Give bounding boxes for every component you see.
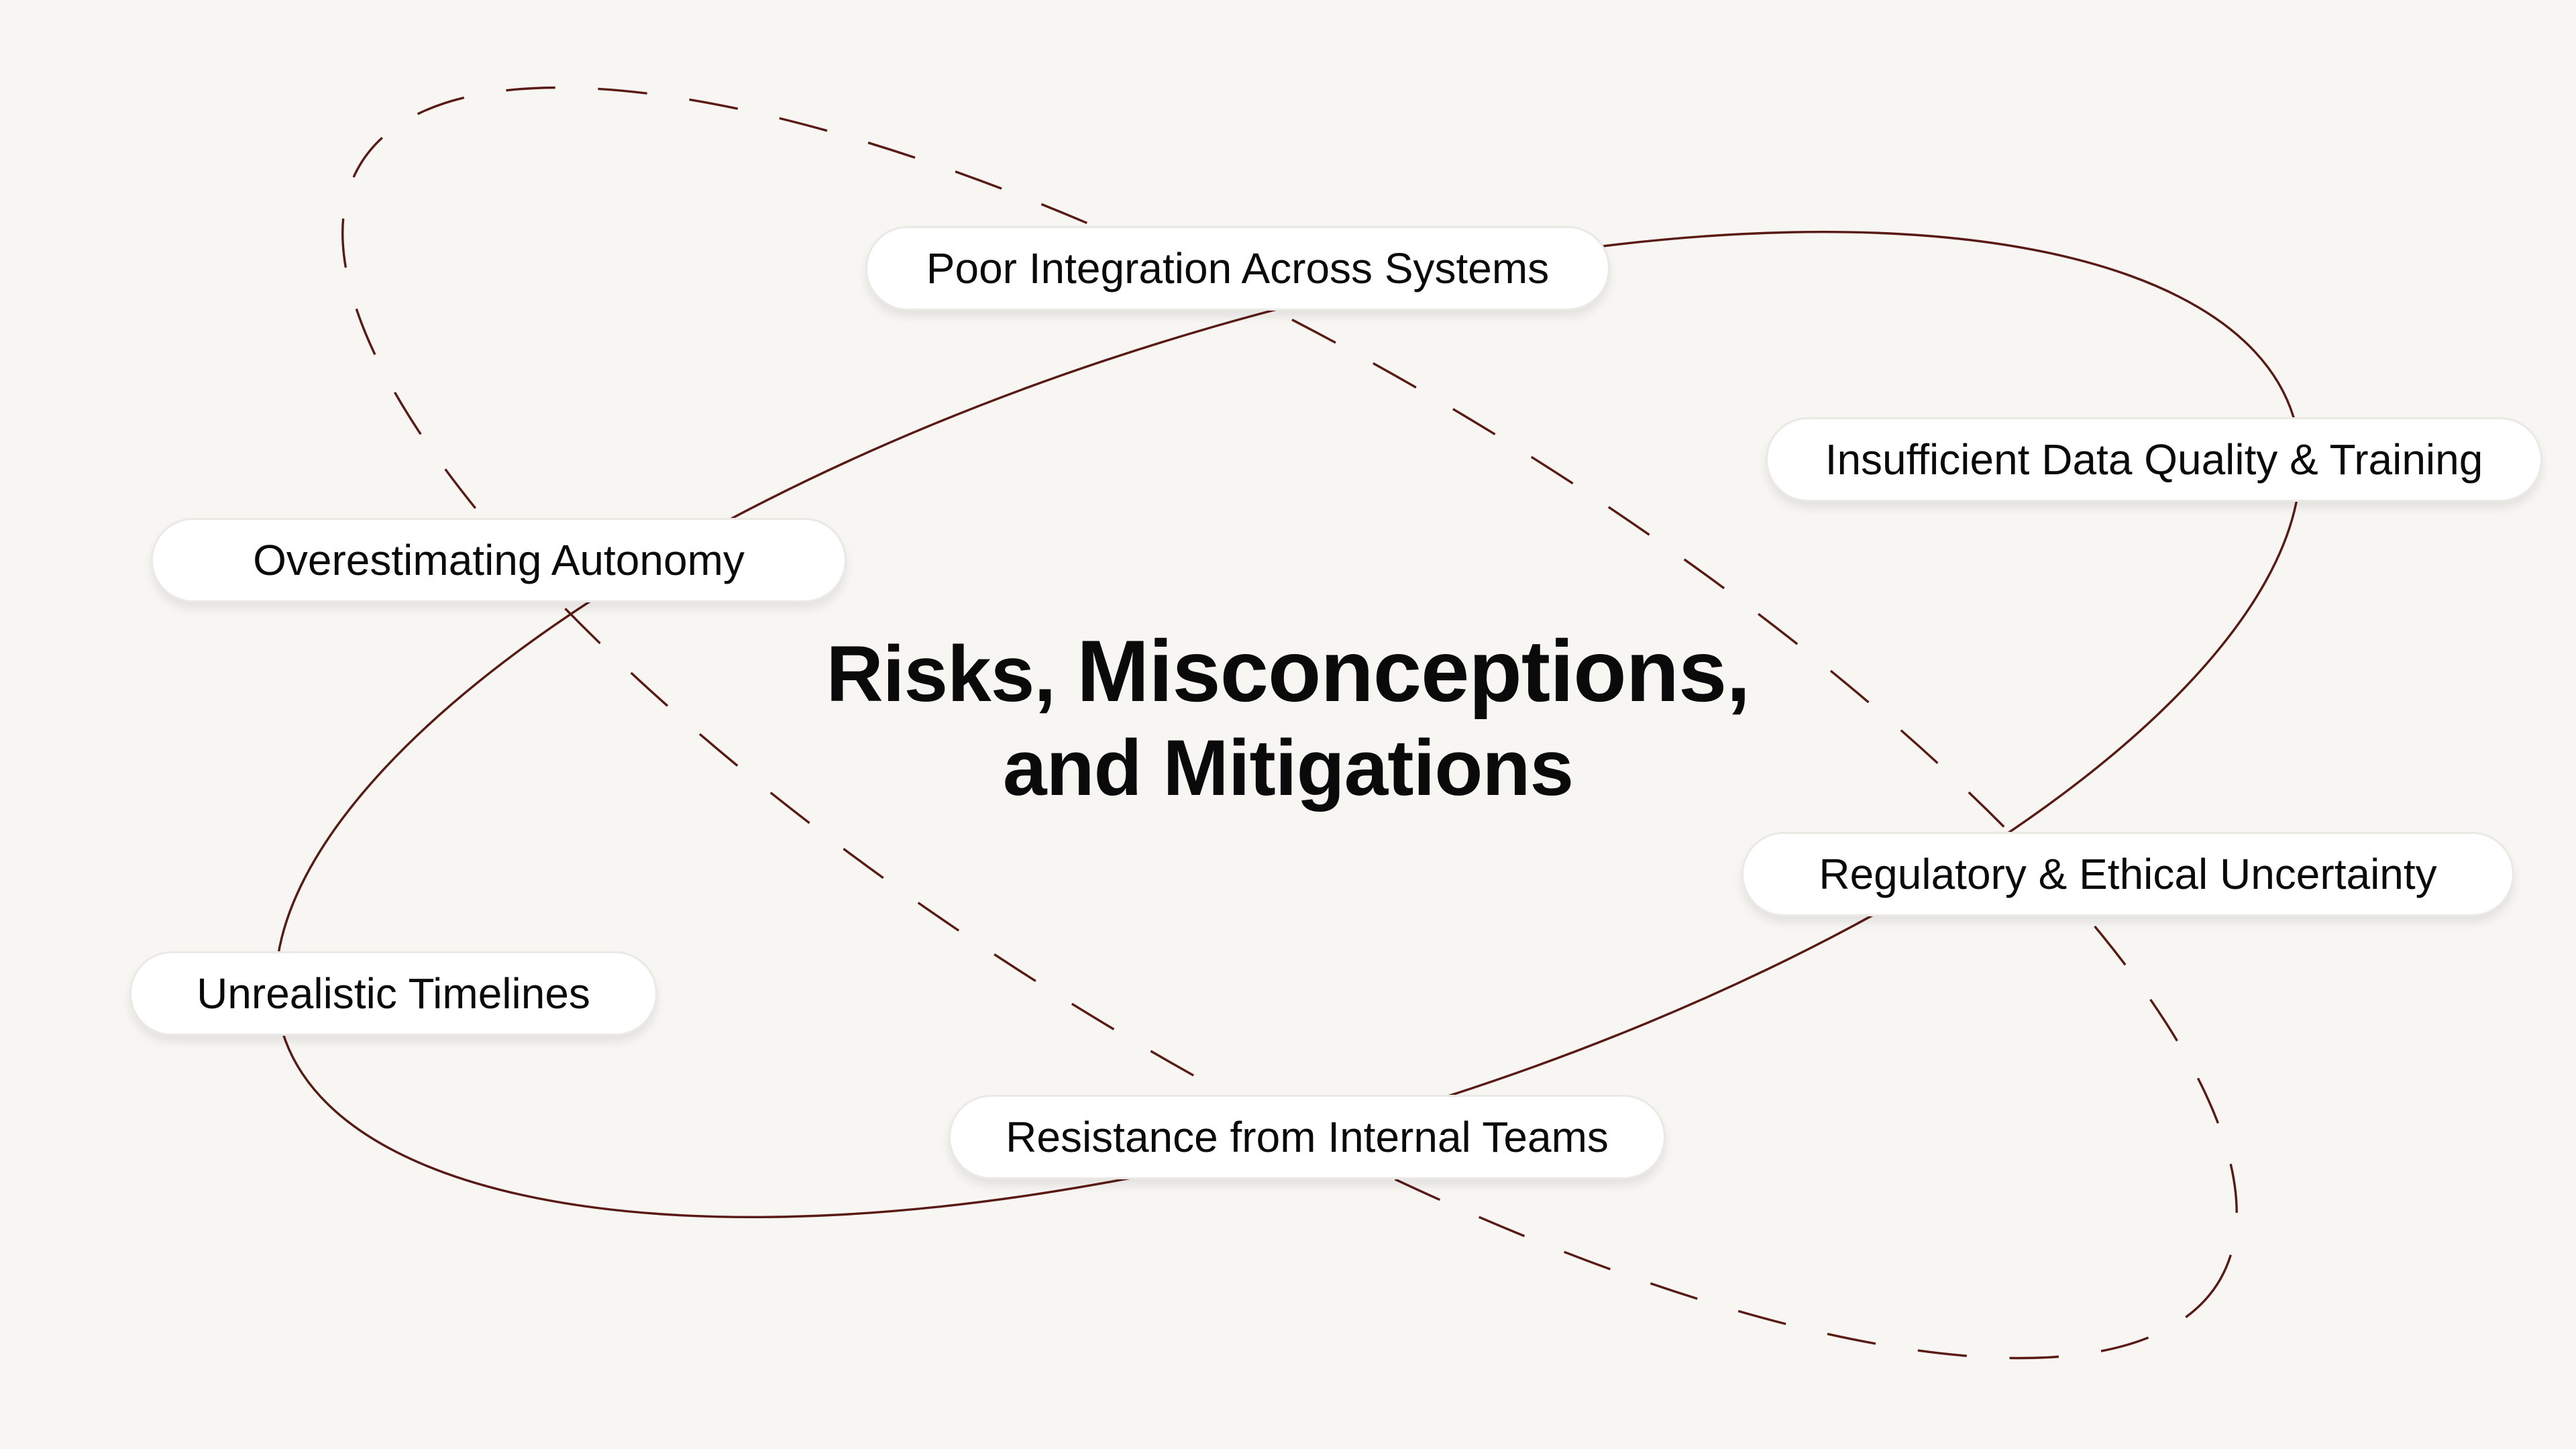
node-poor-integration[interactable]: Poor Integration Across Systems <box>865 226 1610 311</box>
node-unrealistic-timelines[interactable]: Unrealistic Timelines <box>129 951 657 1036</box>
title-line-1: Risks, Misconceptions, <box>0 624 2576 721</box>
node-regulatory-ethical[interactable]: Regulatory & Ethical Uncertainty <box>1741 832 2514 916</box>
node-label: Poor Integration Across Systems <box>926 244 1550 292</box>
title-prefix: Risks, <box>826 630 1057 718</box>
node-insufficient-data[interactable]: Insufficient Data Quality & Training <box>1766 417 2542 502</box>
node-overestimating-autonomy[interactable]: Overestimating Autonomy <box>151 518 847 602</box>
title-line-2: and Mitigations <box>1002 724 1574 812</box>
node-resistance-internal[interactable]: Resistance from Internal Teams <box>949 1095 1666 1179</box>
title-main: Misconceptions, <box>1076 622 1750 720</box>
node-label: Regulatory & Ethical Uncertainty <box>1819 850 2437 898</box>
node-label: Overestimating Autonomy <box>253 536 745 584</box>
dashed-orbit-ellipse <box>341 86 2238 1360</box>
node-label: Resistance from Internal Teams <box>1006 1113 1609 1161</box>
node-label: Unrealistic Timelines <box>197 969 590 1018</box>
diagram-title: Risks, Misconceptions, and Mitigations <box>0 624 2576 815</box>
node-label: Insufficient Data Quality & Training <box>1825 435 2483 484</box>
